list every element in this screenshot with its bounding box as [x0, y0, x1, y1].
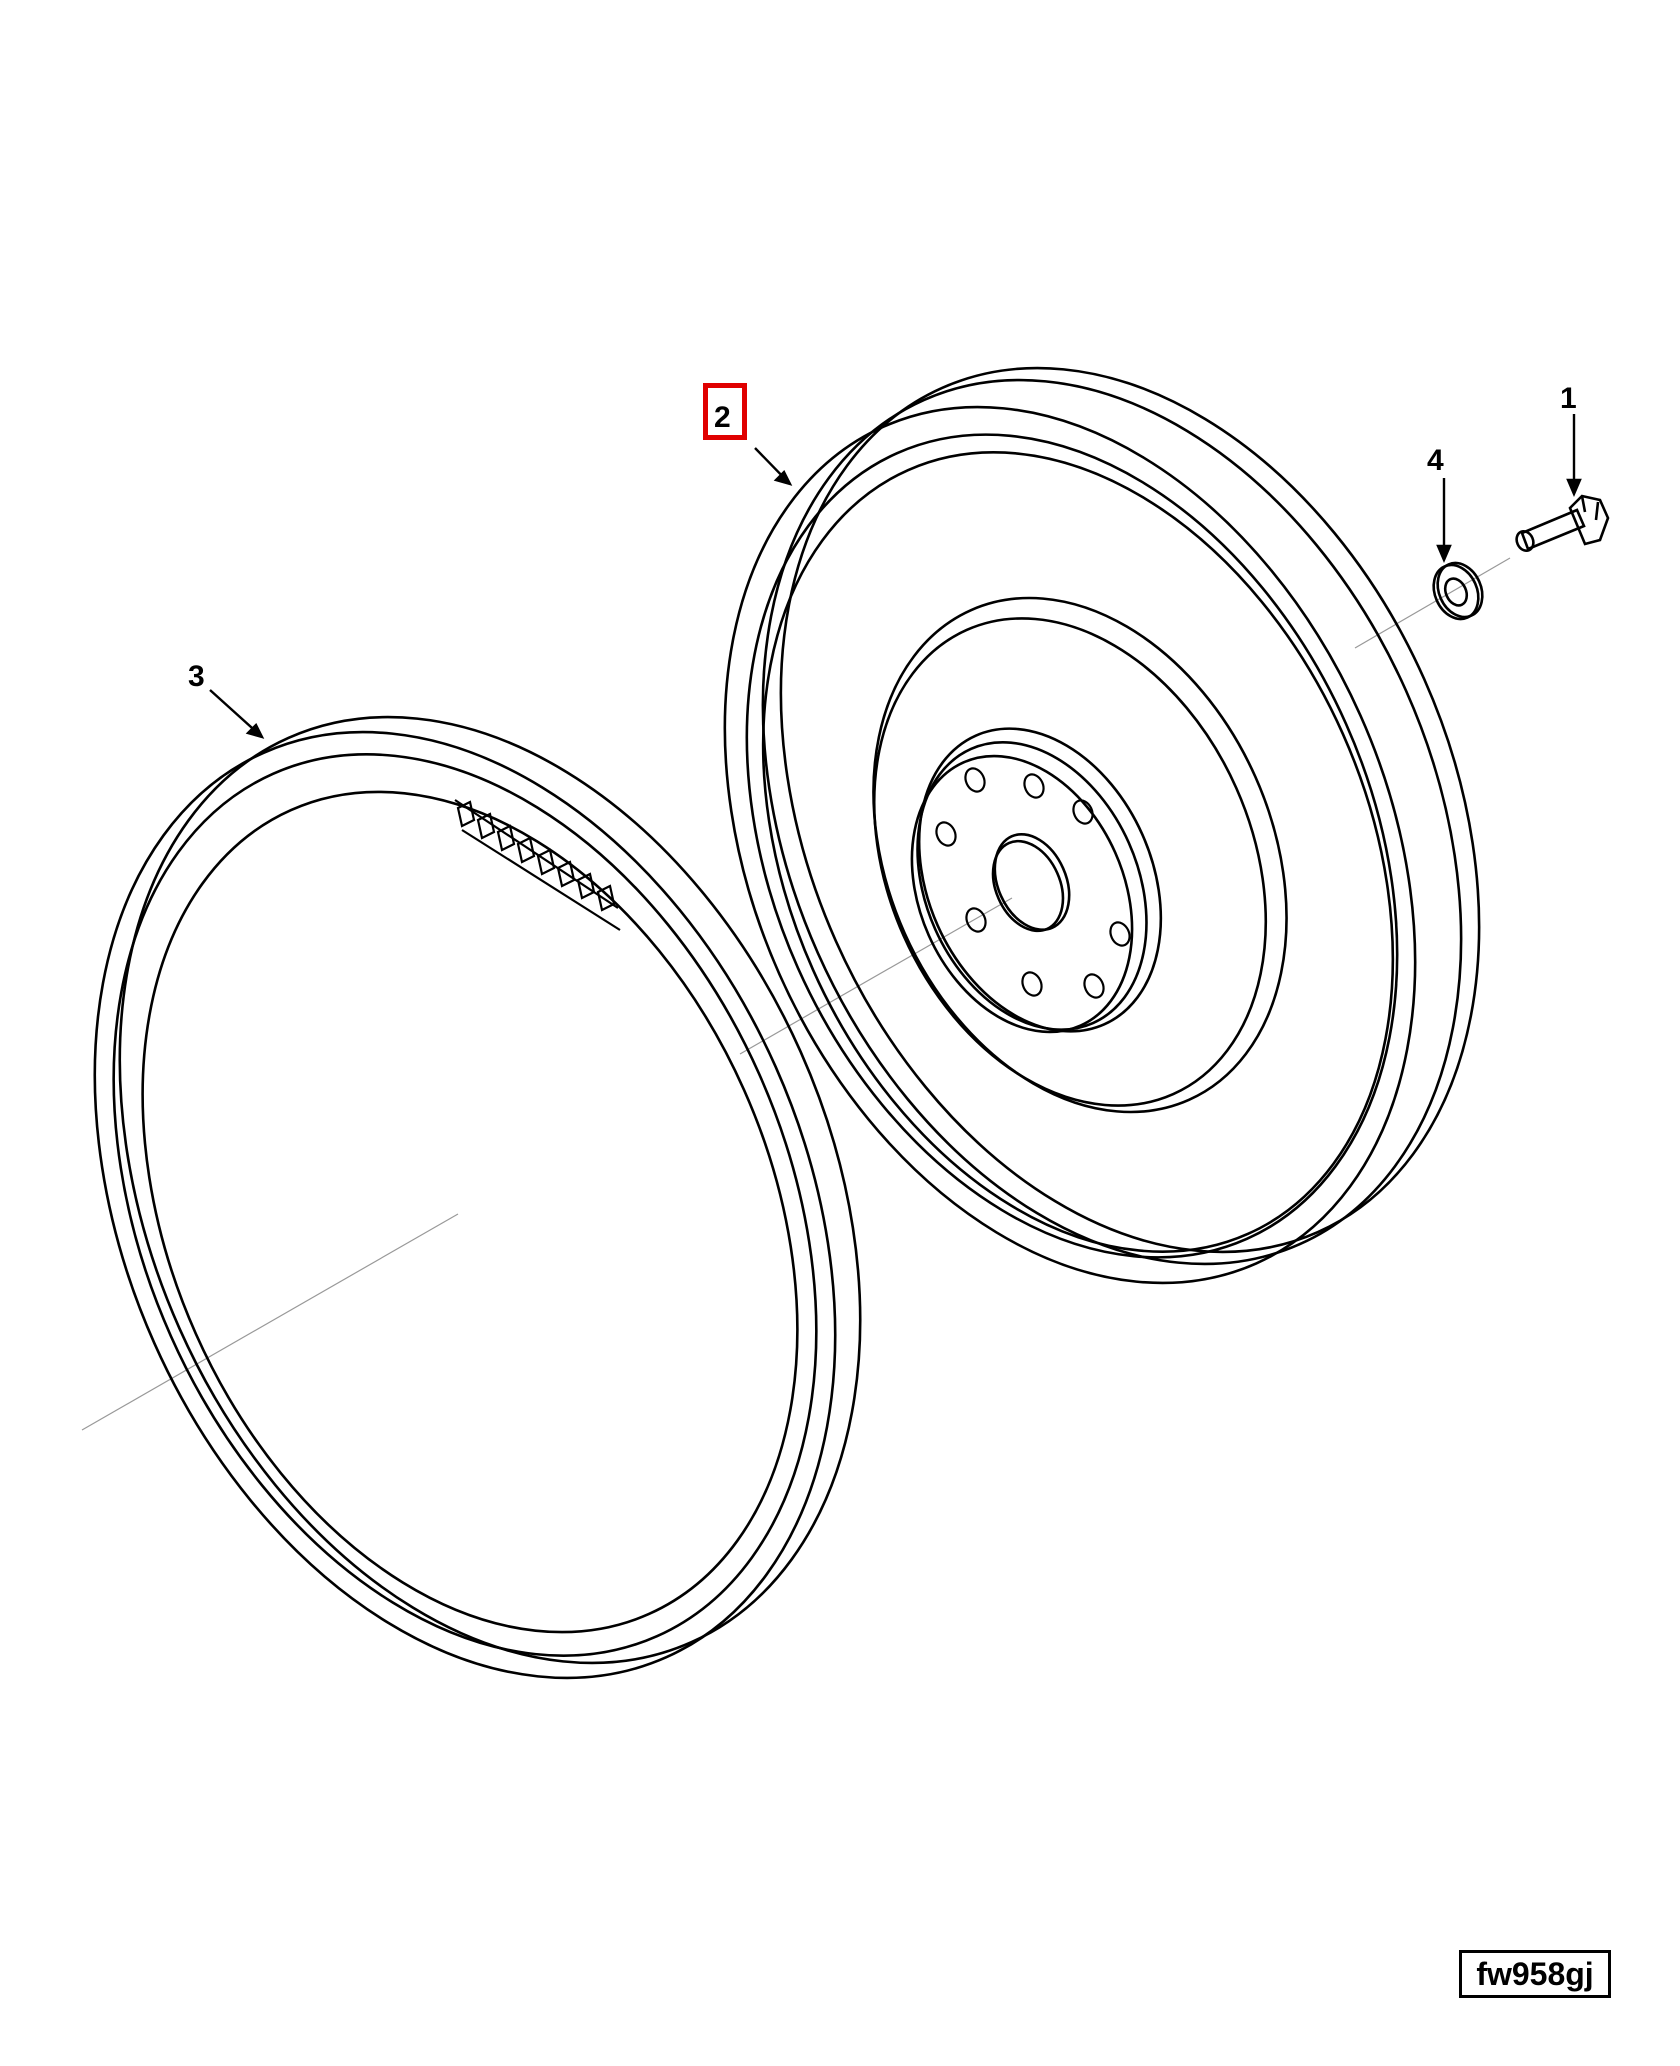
- flywheel-bolt-holes: [935, 767, 1131, 999]
- bolt-part-1[interactable]: [1514, 494, 1610, 553]
- ring-gear-part-3[interactable]: [0, 600, 1002, 1796]
- figure-id-label: fw958gj: [1459, 1950, 1611, 1998]
- gear-teeth-detail: [454, 799, 621, 931]
- callout-item-2[interactable]: 2: [714, 401, 731, 434]
- flywheel-part-2[interactable]: [593, 257, 1612, 1393]
- washer-part-4[interactable]: [1425, 556, 1490, 626]
- callout-item-4[interactable]: 4: [1427, 444, 1444, 477]
- callout-item-1[interactable]: 1: [1560, 382, 1577, 415]
- leader-arrows: [209, 414, 1582, 739]
- callout-item-3[interactable]: 3: [188, 660, 205, 693]
- assembly-axis-line: [81, 557, 1511, 1431]
